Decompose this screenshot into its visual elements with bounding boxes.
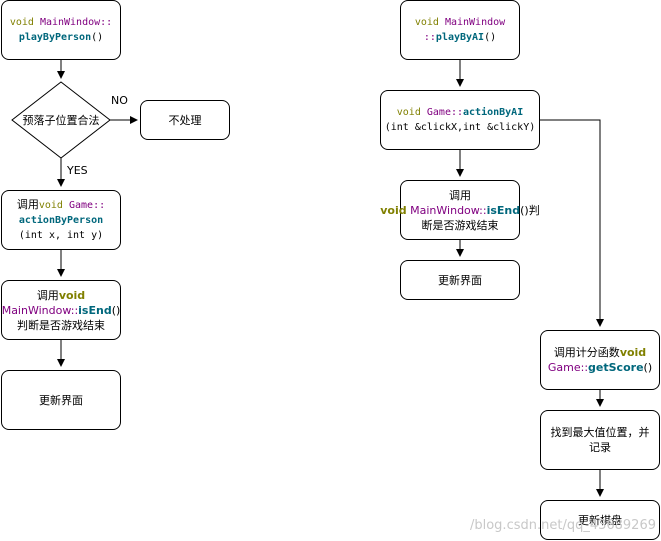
kw: void — [396, 107, 421, 118]
right-call-isend-node: 调用 void MainWindow::isEnd()判 断是否游戏结束 — [380, 180, 540, 240]
edge-game-to-score — [540, 119, 604, 327]
prefix: 调用计分函数 — [553, 346, 620, 359]
suffix-tail: 判 — [528, 203, 540, 217]
update-text: 更新界面 — [39, 393, 83, 407]
right-score-node: 调用计分函数void Game::getScore() — [540, 330, 660, 390]
suffix: 断是否游戏结束 — [421, 218, 499, 232]
function-name: playByPerson — [18, 32, 92, 43]
function-name: getScore — [588, 361, 644, 374]
kw: void — [380, 203, 407, 217]
update-board-text: 更新棋盘 — [578, 513, 622, 527]
left-no-action-node: 不处理 — [140, 100, 230, 140]
left-call-isend-node: 调用void MainWindow::isEnd() 判断是否游戏结束 — [1, 280, 121, 340]
no-action-text: 不处理 — [168, 113, 202, 127]
class-name: Game:: — [547, 361, 589, 374]
kw: void — [58, 288, 86, 302]
right-update-board-node: 更新棋盘 — [540, 500, 660, 540]
yes-label: YES — [67, 164, 88, 177]
paren: () — [643, 361, 653, 374]
left-update-node: 更新界面 — [1, 370, 121, 430]
right-update-node: 更新界面 — [400, 260, 520, 300]
class-name: Game:: — [69, 200, 106, 211]
function-name: playByAI — [435, 32, 485, 43]
class-name: MainWindow:: — [410, 203, 487, 217]
prefix: 调用 — [449, 188, 471, 202]
kw: void — [9, 17, 34, 28]
function-name: actionByAI — [463, 107, 524, 118]
class-name: MainWindow:: — [39, 17, 113, 28]
paren: () — [520, 203, 529, 217]
left-decision-label: 预落子位置合法 — [12, 110, 110, 130]
function-name: isEnd — [78, 303, 112, 317]
no-label: NO — [111, 94, 128, 107]
scope-op: :: — [423, 32, 436, 43]
decision-text: 预落子位置合法 — [22, 113, 100, 127]
class-name: MainWindow:: — [1, 303, 79, 317]
right-start-node: void MainWindow ::playByAI() — [400, 0, 520, 60]
paren: () — [484, 32, 497, 43]
args: (int x, int y) — [18, 230, 104, 241]
function-name: actionByPerson — [18, 215, 104, 226]
args: (int &clickX,int &clickY) — [384, 122, 536, 133]
kw: void — [38, 200, 63, 211]
watermark: https://blog.csdn.net/qq_43689269 — [470, 518, 656, 533]
left-start-node: void MainWindow:: playByPerson() — [1, 0, 121, 60]
prefix: 调用 — [36, 288, 59, 302]
paren: () — [111, 303, 121, 317]
suffix: 判断是否游戏结束 — [17, 318, 105, 332]
paren: () — [91, 32, 104, 43]
class-name: Game:: — [426, 107, 464, 118]
left-call-game-node: 调用void Game:: actionByPerson (int x, int… — [1, 190, 121, 250]
right-find-max-node: 找到最大值位置，并记录 — [540, 410, 660, 470]
find-max-text: 找到最大值位置，并记录 — [550, 426, 650, 454]
right-call-game-node: void Game::actionByAI (int &clickX,int &… — [380, 90, 540, 150]
update-text: 更新界面 — [438, 273, 482, 287]
kw: void — [619, 346, 647, 359]
kw: void — [414, 17, 439, 28]
class-name: MainWindow — [444, 17, 506, 28]
function-name: isEnd — [486, 203, 521, 217]
prefix: 调用 — [16, 198, 39, 211]
